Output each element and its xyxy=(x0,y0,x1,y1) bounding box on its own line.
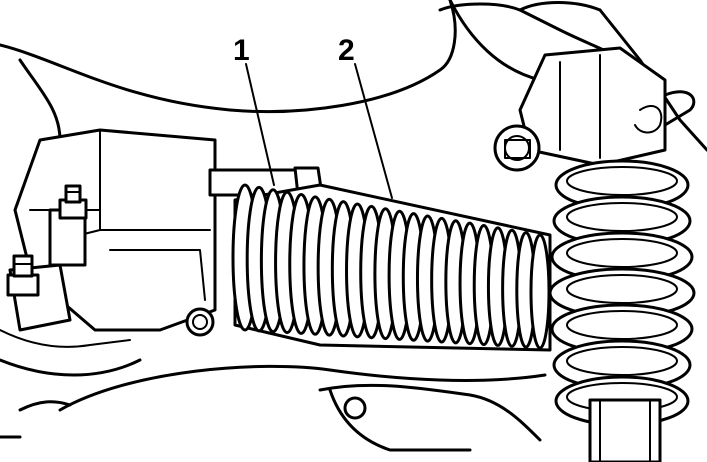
upper-subframe xyxy=(0,0,542,142)
round-plug xyxy=(185,307,215,337)
upper-bolt xyxy=(58,184,88,220)
lower-control-arm xyxy=(0,364,547,452)
callout-leader-1 xyxy=(245,63,275,186)
outer-bellows-rib-inner xyxy=(566,238,678,268)
outer-bellows-rib-inner xyxy=(566,202,678,232)
callout-label-2: 2 xyxy=(338,34,355,67)
callout-leader-2 xyxy=(354,63,393,199)
outer-bellows-rib-inner xyxy=(566,274,678,304)
steering-gear-housing xyxy=(0,128,217,377)
outer-bellows xyxy=(548,159,696,427)
lower-bolt xyxy=(6,254,40,297)
tie-rod xyxy=(588,398,662,462)
outer-bellows-rib-inner xyxy=(566,310,678,340)
bellows-boot xyxy=(231,183,552,352)
tie-rod-end-bracket xyxy=(438,1,707,172)
outer-bellows-rib-inner xyxy=(566,346,678,376)
boot-rib xyxy=(529,233,551,350)
callout-label-1: 1 xyxy=(233,34,250,67)
outer-bellows-rib-inner xyxy=(566,166,678,196)
